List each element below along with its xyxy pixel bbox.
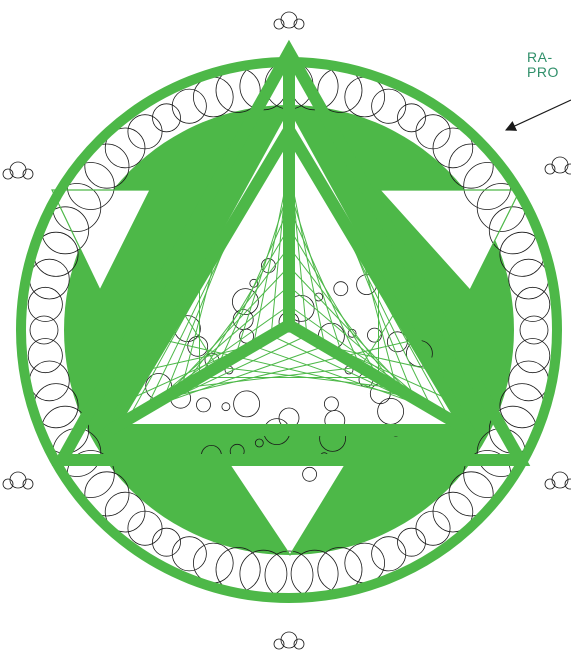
decorative-circle: [345, 543, 385, 583]
decorative-circle: [372, 537, 406, 571]
decorative-circle: [30, 316, 58, 344]
annotation-label: RA- PRO: [527, 50, 559, 80]
annotation-line-1: RA-: [527, 50, 559, 65]
decorative-circle: [265, 551, 313, 599]
decorative-circle: [416, 511, 450, 545]
decorative-circle: [520, 316, 548, 344]
decorative-circle: [193, 543, 233, 583]
decorative-circle: [345, 77, 385, 117]
decorative-circle: [30, 361, 70, 401]
decorative-circle: [128, 115, 162, 149]
decorative-circle: [509, 361, 549, 401]
decorative-circle: [172, 537, 206, 571]
decorative-circle: [30, 259, 70, 299]
decorative-circle: [172, 89, 206, 123]
decorative-circle: [416, 115, 450, 149]
annotation-line-2: PRO: [527, 65, 559, 80]
decorative-circle: [509, 259, 549, 299]
decorative-circle: [193, 77, 233, 117]
annotation-arrow: [506, 100, 571, 130]
decorative-circle: [372, 89, 406, 123]
decorative-circle: [128, 511, 162, 545]
